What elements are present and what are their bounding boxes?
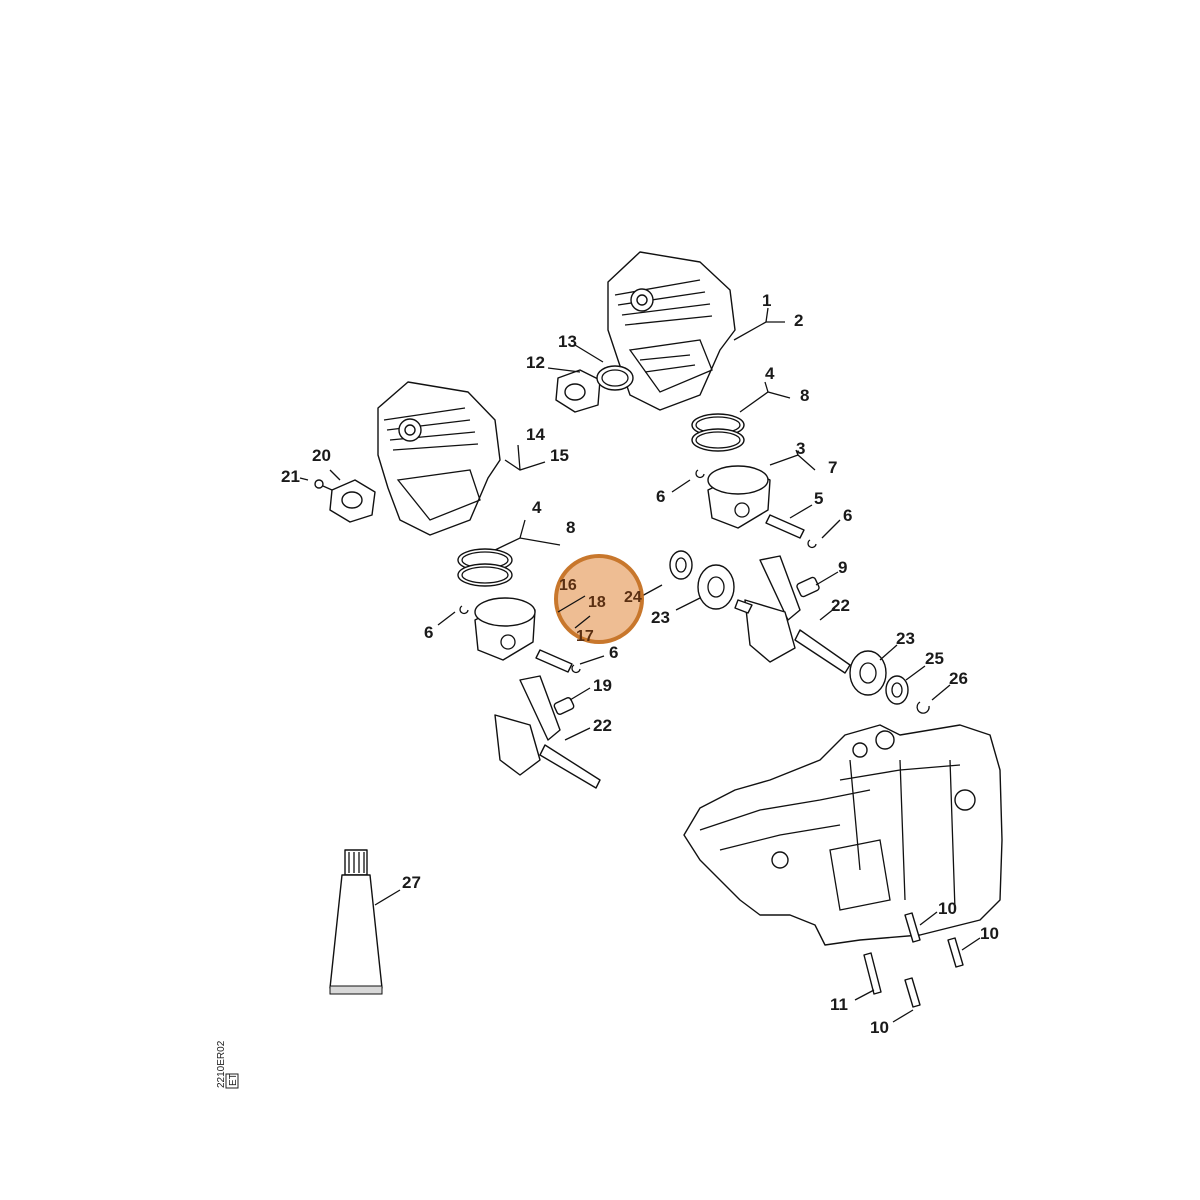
callout-4: 4 <box>765 364 775 383</box>
leader-lines <box>299 307 981 1023</box>
callout-2: 2 <box>794 311 803 330</box>
callout-6: 6 <box>424 623 433 642</box>
piston-rings-upper[interactable] <box>691 413 745 452</box>
callout-4: 4 <box>532 498 542 517</box>
crankcase[interactable] <box>683 724 1003 946</box>
screw-left-flange[interactable] <box>314 479 333 491</box>
grease-tube[interactable] <box>329 849 383 995</box>
intake-flange-left[interactable] <box>329 479 376 523</box>
crankshaft-left[interactable] <box>494 675 601 789</box>
callout-23: 23 <box>651 608 670 627</box>
callout-9: 9 <box>838 558 847 577</box>
circlip-left[interactable] <box>459 605 581 674</box>
drawing-code-sub: ET <box>228 1073 239 1086</box>
oil-seal-right[interactable] <box>885 675 909 705</box>
callout-17: 17 <box>576 628 594 645</box>
callout-11: 11 <box>830 995 848 1014</box>
needle-cage-left[interactable] <box>553 697 575 715</box>
callout-12: 12 <box>526 353 545 372</box>
piston-pin-left[interactable] <box>535 649 573 673</box>
highlight-marker[interactable]: 16 18 24 17 <box>554 554 644 645</box>
ball-bearing-right[interactable] <box>849 650 887 696</box>
callout-15: 15 <box>550 446 569 465</box>
callout-7: 7 <box>828 458 837 477</box>
piston-rings-left[interactable] <box>457 548 513 587</box>
ball-bearing-top[interactable] <box>697 564 735 610</box>
hose-clamp-upper[interactable] <box>596 365 634 391</box>
callout-22: 22 <box>593 716 612 735</box>
callout-27: 27 <box>402 873 421 892</box>
cylinder-left[interactable] <box>377 381 501 536</box>
callout-20: 20 <box>312 446 331 465</box>
callout-19: 19 <box>593 676 612 695</box>
drawing-code-text: 2210ER02 <box>216 1040 227 1088</box>
piston-pin-upper[interactable] <box>765 514 805 539</box>
circlip-right[interactable] <box>916 701 930 714</box>
callout-1: 1 <box>762 291 771 310</box>
callout-6: 6 <box>843 506 852 525</box>
callout-8: 8 <box>800 386 809 405</box>
callout-6: 6 <box>656 487 665 506</box>
callout-3: 3 <box>796 439 805 458</box>
callout-24: 24 <box>624 589 642 606</box>
callout-14: 14 <box>526 425 545 444</box>
callout-18: 18 <box>588 594 606 611</box>
callout-5: 5 <box>814 489 823 508</box>
callout-22: 22 <box>831 596 850 615</box>
callout-8: 8 <box>566 518 575 537</box>
callout-16: 16 <box>559 577 577 594</box>
callout-10: 10 <box>870 1018 889 1037</box>
callout-21: 21 <box>281 467 300 486</box>
crankshaft-right[interactable] <box>734 555 851 674</box>
piston-left[interactable] <box>474 597 536 661</box>
intake-flange-upper[interactable] <box>555 369 601 413</box>
callout-26: 26 <box>949 669 968 688</box>
needle-cage-right[interactable] <box>796 576 820 598</box>
drawing-code: 2210ER02 <box>216 1040 227 1088</box>
callout-labels: 1 2 3 4 4 5 6 6 6 6 7 8 8 9 10 10 10 11 … <box>281 291 999 1037</box>
drawing-code-box <box>225 1073 239 1089</box>
callout-13: 13 <box>558 332 577 351</box>
circlip-upper[interactable] <box>695 469 817 549</box>
callout-10: 10 <box>938 899 957 918</box>
callout-10: 10 <box>980 924 999 943</box>
callout-6: 6 <box>609 643 618 662</box>
cylinder-upper[interactable] <box>607 251 736 411</box>
piston-upper[interactable] <box>707 465 771 529</box>
screws-crankcase[interactable] <box>863 912 964 1008</box>
callout-23: 23 <box>896 629 915 648</box>
oil-seal-top[interactable] <box>669 550 693 580</box>
callout-25: 25 <box>925 649 944 668</box>
